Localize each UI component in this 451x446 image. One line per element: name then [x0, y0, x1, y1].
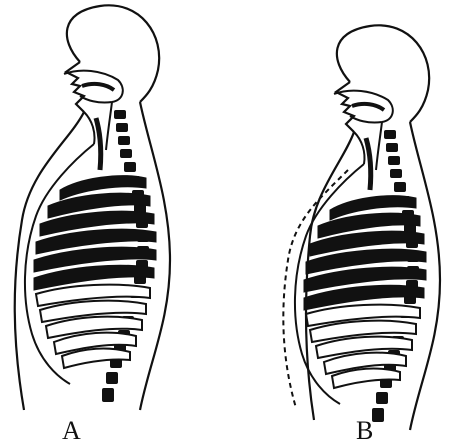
- torso-figure-a: [15, 5, 170, 410]
- panel-label-a: A: [62, 418, 81, 444]
- torso-figure-b: [283, 25, 440, 430]
- panel-label-b: B: [356, 418, 373, 444]
